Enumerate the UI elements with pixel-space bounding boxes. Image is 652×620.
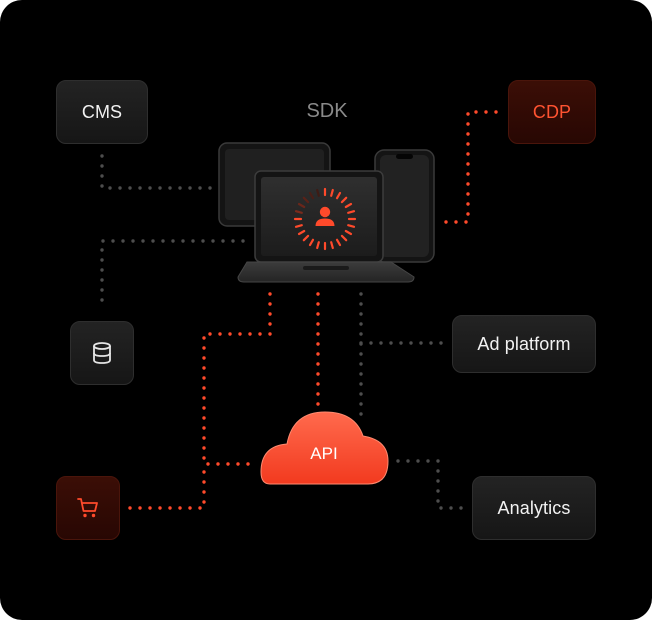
ad-platform-label: Ad platform xyxy=(477,333,571,354)
user-icon xyxy=(315,206,335,226)
connector-cms-sdk xyxy=(100,154,222,190)
analytics-label: Analytics xyxy=(497,497,571,518)
connector-database-sdk xyxy=(100,239,248,302)
shopping-cart-icon xyxy=(77,498,98,518)
cart-node[interactable] xyxy=(56,476,120,540)
database-icon xyxy=(93,342,111,364)
api-label: API xyxy=(310,444,338,463)
cdp-node[interactable]: CDP xyxy=(508,80,596,144)
cms-node[interactable]: CMS xyxy=(56,80,148,144)
database-node[interactable] xyxy=(70,321,134,385)
analytics-node[interactable]: Analytics xyxy=(472,476,596,540)
phone-device xyxy=(374,149,435,263)
cdp-label: CDP xyxy=(532,101,572,122)
loading-ring xyxy=(293,187,357,251)
connector-api-analytics xyxy=(396,459,464,510)
cms-label: CMS xyxy=(81,101,123,122)
sdk-label: SDK xyxy=(306,100,348,122)
laptop-device xyxy=(237,170,415,283)
ad-platform-node[interactable]: Ad platform xyxy=(452,315,596,373)
